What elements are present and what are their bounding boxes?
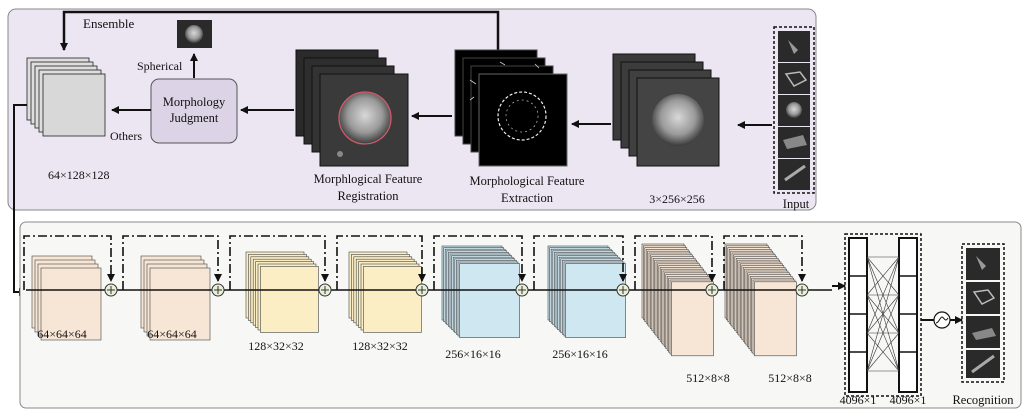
recognition-label: Recognition bbox=[952, 393, 1014, 407]
recognition-samples-column bbox=[961, 243, 1005, 383]
activation-icon bbox=[933, 311, 951, 329]
skip-connection-4 bbox=[336, 235, 426, 290]
input-image-stack bbox=[612, 53, 720, 167]
skip-connection-3 bbox=[229, 235, 329, 290]
conv-block-4 bbox=[348, 251, 422, 333]
others-label: Others bbox=[110, 129, 142, 143]
extraction-label-2: Extraction bbox=[501, 191, 554, 205]
conv-block-dims-8: 512×8×8 bbox=[768, 371, 812, 385]
add-node-5 bbox=[515, 283, 529, 297]
add-node-4 bbox=[415, 283, 429, 297]
conv-block-6 bbox=[547, 245, 626, 338]
conv-block-dims-1: 64×64×64 bbox=[37, 327, 87, 341]
conv-block-dims-5: 256×16×16 bbox=[445, 347, 501, 361]
output-dims-label: 64×128×128 bbox=[48, 168, 110, 182]
spherical-thumbnail bbox=[177, 20, 212, 48]
skip-connection-2 bbox=[122, 235, 222, 290]
fc-layers bbox=[844, 233, 922, 397]
input-dims-label: 3×256×256 bbox=[649, 192, 705, 206]
spherical-label: Spherical bbox=[137, 59, 183, 73]
skip-connection-8 bbox=[723, 235, 806, 290]
output-feature-stack bbox=[26, 57, 106, 137]
add-node-6 bbox=[616, 283, 630, 297]
registration-label-1: Morphlogical Feature bbox=[314, 172, 423, 186]
extraction-label-1: Morphological Feature bbox=[470, 174, 585, 188]
residual-blocks: 64×64×64 64×64×64 128×32×32 128×32×32 256×16… bbox=[23, 235, 832, 385]
conv-block-5 bbox=[441, 245, 520, 338]
input-samples-column bbox=[773, 26, 815, 194]
fc-label-2: 4096×1 bbox=[890, 393, 927, 407]
registration-image-stack bbox=[295, 49, 409, 167]
skip-connection-1 bbox=[23, 235, 115, 290]
conv-block-dims-2: 64×64×64 bbox=[147, 327, 197, 341]
add-node-1 bbox=[104, 283, 118, 297]
conv-block-dims-6: 256×16×16 bbox=[552, 347, 608, 361]
extraction-image-stack bbox=[454, 49, 568, 167]
morphology-judgment-line2: Judgment bbox=[170, 111, 219, 125]
conv-block-dims-4: 128×32×32 bbox=[352, 339, 408, 353]
conv-block-2 bbox=[140, 255, 211, 341]
morphology-judgment-line1: Morphology bbox=[163, 95, 226, 109]
skip-connection-6 bbox=[533, 235, 627, 290]
conv-block-dims-7: 512×8×8 bbox=[686, 371, 730, 385]
conv-block-dims-3: 128×32×32 bbox=[248, 339, 304, 353]
skip-connection-7 bbox=[634, 235, 716, 290]
conv-block-1 bbox=[31, 255, 102, 341]
add-node-8 bbox=[795, 283, 809, 297]
add-node-7 bbox=[705, 283, 719, 297]
add-node-3 bbox=[318, 283, 332, 297]
conv-block-8 bbox=[724, 243, 797, 357]
fc-label-1: 4096×1 bbox=[840, 393, 877, 407]
skip-connection-5 bbox=[433, 235, 526, 290]
ensemble-arrow bbox=[60, 10, 500, 60]
conv-block-7 bbox=[641, 243, 714, 357]
conv-block-3 bbox=[245, 251, 319, 333]
add-node-2 bbox=[211, 283, 225, 297]
ensemble-label: Ensemble bbox=[83, 16, 134, 31]
input-label: Input bbox=[783, 197, 810, 211]
registration-label-2: Registration bbox=[337, 189, 399, 203]
